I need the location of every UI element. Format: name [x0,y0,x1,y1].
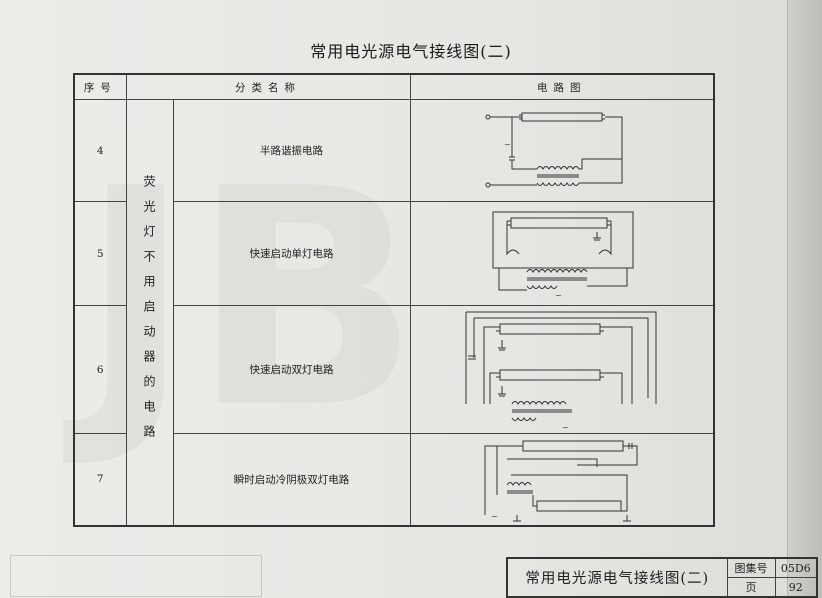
row-name: 快速启动双灯电路 [172,305,411,434]
title-block: 常用电光源电气接线图(二) 图集号 05D6 页 92 [506,557,818,598]
row-name: 半路谐振电路 [172,99,411,202]
table-row: 4 荧光灯不用启动器的电路 半路谐振电路 [73,99,715,526]
row-number: 4 [73,99,127,202]
rapid-start-dual-lamp-diagram-icon: ~ [465,311,657,432]
svg-text:~: ~ [504,140,511,149]
svg-text:~: ~ [491,512,498,521]
category-cell: 荧光灯不用启动器的电路 [125,99,174,526]
table-row: 7 瞬时启动冷阴极双灯电路 ~ [73,433,715,526]
category-label: 荧光灯不用启动器的电路 [142,174,156,450]
header-name: 分类名称 [125,73,411,100]
row-name: 瞬时启动冷阴极双灯电路 [172,433,411,526]
row-number: 5 [73,201,127,306]
svg-text:~: ~ [555,291,562,300]
circuit-table: 序号 分类名称 电路图 4 荧光灯不用启动器的电路 半路谐振电路 [73,73,715,527]
page-value: 92 [774,577,818,598]
row-diagram: ~ [409,99,715,202]
row-diagram: ~ [409,305,715,434]
rapid-start-single-lamp-diagram-icon: ~ [492,211,634,300]
header-no: 序号 [73,73,127,100]
table-row: 5 快速启动单灯电路 ~ [73,201,715,306]
instant-start-cold-cathode-dual-lamp-diagram-icon: ~ [484,440,638,522]
svg-text:~: ~ [562,423,569,432]
atlas-label: 图集号 [726,557,776,578]
page-label: 页 [726,577,776,598]
row-diagram: ~ [409,433,715,526]
page-edge-strip [787,0,822,598]
header-diagram: 电路图 [409,73,715,100]
table-header-row: 序号 分类名称 电路图 [73,73,715,100]
row-diagram: ~ [409,201,715,306]
row-name: 快速启动单灯电路 [172,201,411,306]
page-title: 常用电光源电气接线图(二) [310,42,512,61]
bleed-through-title-block [10,555,262,597]
row-number: 7 [73,433,127,526]
resonant-circuit-diagram-icon: ~ [485,112,623,187]
title-block-title: 常用电光源电气接线图(二) [506,557,728,598]
row-number: 6 [73,305,127,434]
atlas-value: 05D6 [774,557,818,578]
